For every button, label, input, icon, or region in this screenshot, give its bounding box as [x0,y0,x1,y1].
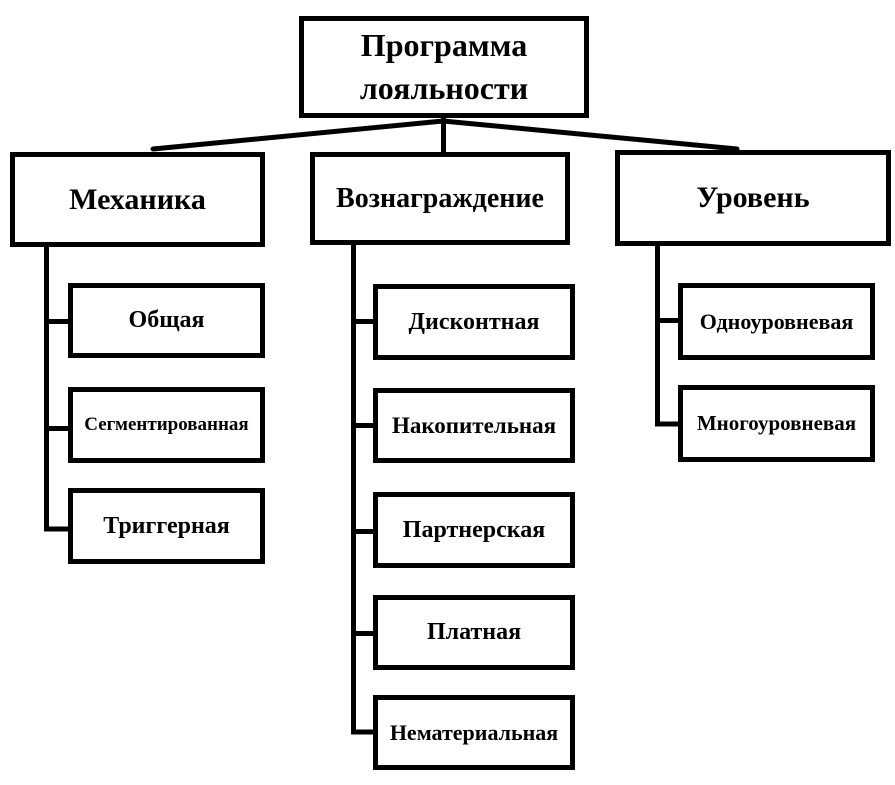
node-loyalty-program-label: Программа лояльности [359,26,529,106]
node-multi-level: Многоуровневая [678,385,875,462]
node-loyalty-program: Программа лояльности [299,16,589,118]
node-partner-label: Партнерская [402,516,546,543]
node-reward-label: Вознаграждение [336,182,544,214]
node-partner: Партнерская [373,492,575,568]
node-segmented: Сегментированная [68,387,265,463]
node-general-label: Общая [128,307,205,333]
node-trigger: Триггерная [68,488,265,564]
node-reward: Вознаграждение [310,152,570,245]
node-accumulative: Накопительная [373,388,575,463]
node-general: Общая [68,283,265,358]
node-non-material: Нематериальная [373,695,575,770]
node-mechanics: Механика [10,152,265,247]
node-multi-level-label: Многоуровневая [696,411,857,435]
node-discount: Дисконтная [373,284,575,360]
node-accumulative-label: Накопительная [391,412,557,438]
node-non-material-label: Нематериальная [389,719,559,745]
node-paid-label: Платная [426,619,522,645]
node-single-level-label: Одноуровневая [699,308,854,334]
node-level-label: Уровень [696,181,810,214]
node-discount-label: Дисконтная [408,308,540,335]
node-paid: Платная [373,595,575,670]
node-level: Уровень [615,150,891,246]
node-trigger-label: Триггерная [103,512,230,539]
node-single-level: Одноуровневая [678,283,875,360]
node-segmented-label: Сегментированная [84,414,249,435]
node-mechanics-label: Механика [69,182,206,216]
